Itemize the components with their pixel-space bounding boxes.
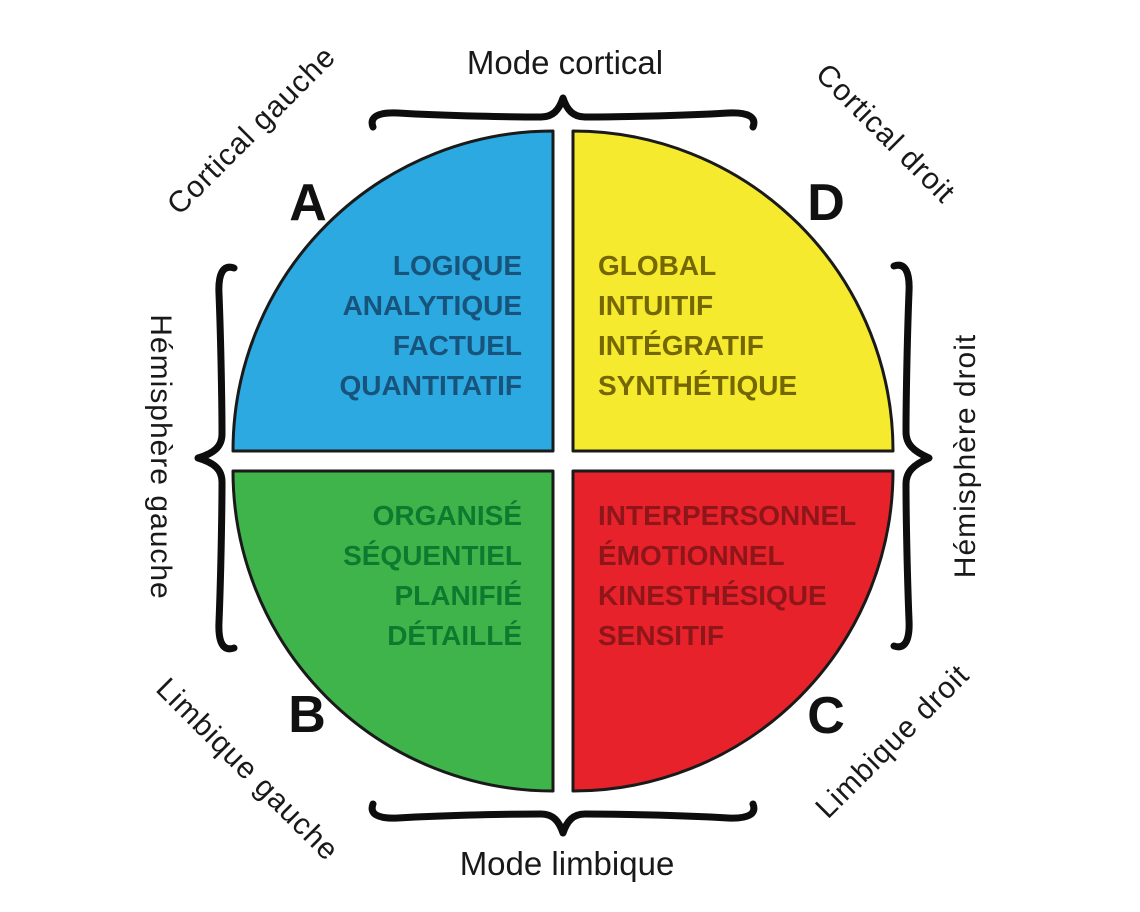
hemisphere-gauche-label: Hémisphère gauche (144, 314, 177, 600)
trait-line: LOGIQUE (392, 250, 522, 281)
quadrant-a-traits: LOGIQUE ANALYTIQUE FACTUEL QUANTITATIF (340, 246, 522, 406)
trait-line: INTÉGRATIF (598, 330, 764, 361)
mode-cortical-label: Mode cortical (466, 44, 664, 81)
brace-left-icon (194, 263, 238, 653)
quadrant-c-shape (571, 469, 895, 793)
quadrant-d-shape (571, 129, 895, 453)
mode-limbique-label: Mode limbique (459, 845, 675, 882)
trait-line: ÉMOTIONNEL (598, 540, 785, 571)
trait-line: INTERPERSONNEL (598, 500, 857, 531)
hemisphere-droit-label: Hémisphère droit (949, 333, 982, 579)
trait-line: ANALYTIQUE (342, 290, 522, 321)
trait-line: FACTUEL (392, 330, 522, 361)
quadrant-a-letter: A (289, 174, 327, 232)
trait-line: KINESTHÉSIQUE (598, 580, 827, 611)
quadrant-d-letter: D (807, 174, 845, 232)
quadrant-c-traits: INTERPERSONNEL ÉMOTIONNEL KINESTHÉSIQUE … (598, 496, 856, 656)
quadrant-b-shape (231, 469, 555, 793)
trait-line: SENSITIF (598, 620, 725, 651)
brace-right-icon (890, 261, 933, 651)
quadrant-d-traits: GLOBAL INTUITIF INTÉGRATIF SYNTHÉTIQUE (598, 246, 797, 406)
quadrant-c-letter: C (807, 687, 845, 745)
trait-line: INTUITIF (598, 290, 714, 321)
quadrant-b-letter: B (288, 686, 326, 744)
trait-line: ORGANISÉ (372, 500, 522, 531)
trait-line: SÉQUENTIEL (343, 540, 522, 571)
brace-top-icon (368, 94, 758, 131)
trait-line: QUANTITATIF (339, 370, 522, 401)
trait-line: PLANIFIÉ (394, 580, 522, 611)
trait-line: DÉTAILLÉ (387, 620, 522, 651)
trait-line: GLOBAL (598, 250, 717, 281)
quadrant-b-traits: ORGANISÉ SÉQUENTIEL PLANIFIÉ DÉTAILLÉ (343, 496, 522, 656)
trait-line: SYNTHÉTIQUE (598, 370, 798, 401)
quadrant-a-shape (231, 129, 555, 453)
brace-bottom-icon (368, 800, 758, 837)
